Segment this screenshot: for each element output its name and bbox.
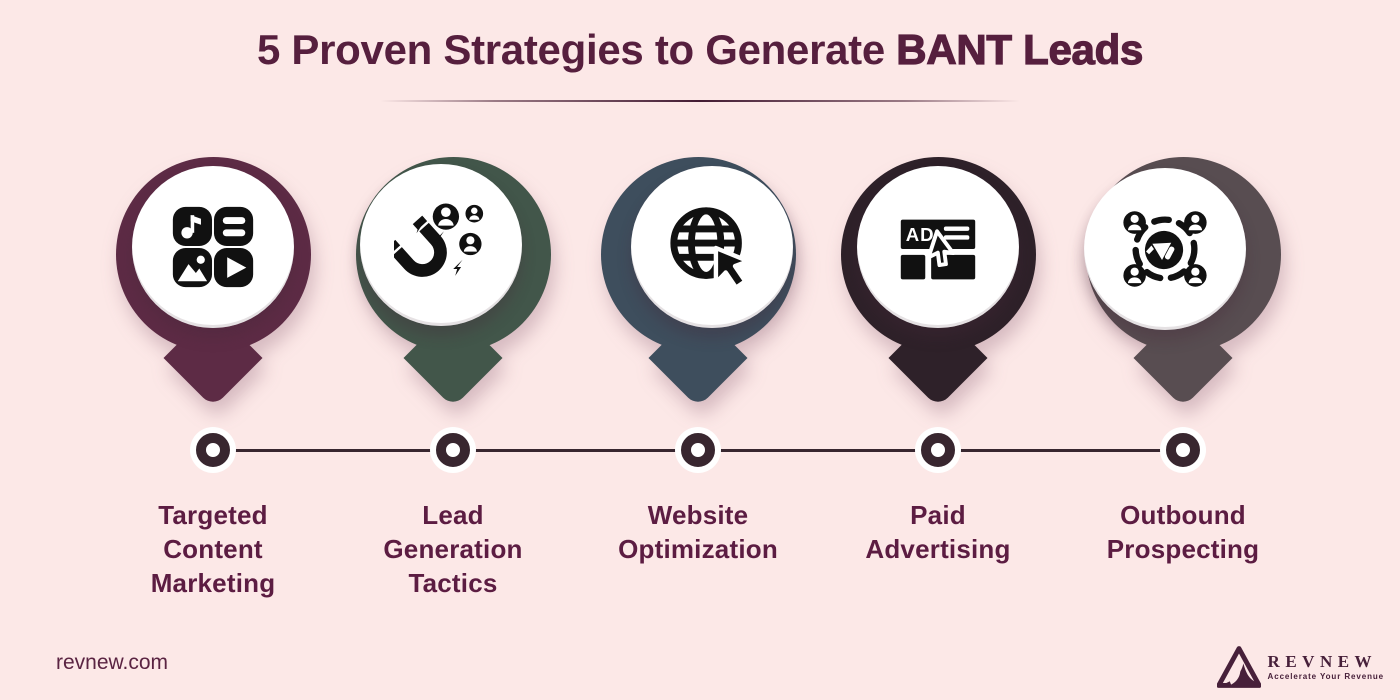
- strategy-label: Paid Advertising: [865, 500, 1011, 564]
- pin-inner-circle: [1084, 167, 1246, 330]
- pin-bubble: [600, 157, 796, 352]
- strategy-targeted-content-marketing: Targeted Content Marketing: [83, 157, 343, 600]
- ad-click-icon: AD: [900, 219, 976, 279]
- timeline-dot-ring: [921, 433, 955, 467]
- timeline-dot: [190, 427, 236, 473]
- timeline-dot: [1160, 427, 1206, 473]
- website-url: revnew.com: [56, 651, 169, 674]
- timeline-dot: [915, 427, 961, 473]
- strategy-label: Website Optimization: [618, 500, 778, 564]
- logo-text-block: REVNEW Accelerate Your Revenue: [1268, 652, 1384, 682]
- pin-inner-circle: [631, 165, 793, 328]
- pin-bubble: [115, 157, 311, 352]
- timeline-dot-ring: [196, 433, 230, 467]
- strategy-paid-advertising: AD Paid Advertising: [808, 157, 1068, 566]
- svg-text:AD: AD: [906, 224, 935, 245]
- pin-inner-circle: [360, 163, 522, 326]
- strategy-website-optimization: Website Optimization: [568, 157, 828, 566]
- megaphone-network-icon: [1123, 210, 1207, 287]
- pin-inner-circle: AD: [857, 165, 1019, 328]
- strategy-lead-generation-tactics: Lead Generation Tactics: [323, 157, 583, 600]
- pin-inner-circle: [132, 165, 294, 328]
- lead-magnet-icon: [394, 202, 484, 277]
- pin-bubble: [1084, 157, 1281, 352]
- timeline-dot: [430, 427, 476, 473]
- revnew-logo: REVNEW Accelerate Your Revenue: [1216, 646, 1384, 688]
- timeline-dot-ring: [436, 433, 470, 467]
- globe-cursor-icon: [670, 206, 751, 290]
- title-bold-part: BANT Leads: [896, 25, 1144, 73]
- pin-bubble: [355, 157, 551, 352]
- timeline-dot-ring: [1166, 433, 1200, 467]
- strategy-label: Targeted Content Marketing: [150, 500, 276, 598]
- title-regular-part: 5 Proven Strategies to Generate: [256, 26, 897, 73]
- content-grid-icon: [172, 206, 254, 287]
- logo-name: REVNEW: [1267, 652, 1378, 671]
- timeline-dot: [675, 427, 721, 473]
- page-title: 5 Proven Strategies to Generate BANT Lea…: [0, 25, 1400, 74]
- timeline-dot-ring: [681, 433, 715, 467]
- pin-bubble: AD: [840, 157, 1036, 352]
- strategy-label: Outbound Prospecting: [1106, 500, 1260, 564]
- strategy-outbound-prospecting: Outbound Prospecting: [1053, 157, 1313, 566]
- title-divider: [380, 100, 1020, 102]
- logo-tagline: Accelerate Your Revenue: [1267, 672, 1384, 681]
- strategy-label: Lead Generation Tactics: [383, 500, 523, 598]
- triangle-wave-icon: [1216, 646, 1261, 688]
